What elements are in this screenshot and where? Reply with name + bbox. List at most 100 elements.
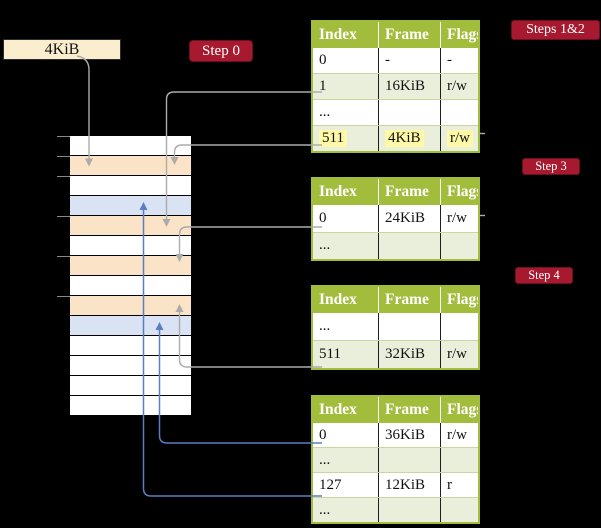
memory-row-white — [70, 396, 191, 415]
table-cell — [441, 233, 478, 260]
table-cell: r — [447, 476, 452, 493]
column-header-index: Index — [313, 287, 379, 313]
column-header-frame: Frame — [379, 287, 441, 313]
table-row: ... — [313, 313, 478, 340]
table-cell: ... — [313, 498, 379, 522]
column-header-index: Index — [313, 22, 379, 48]
memory-row-orange — [70, 256, 191, 275]
memory-row-white — [70, 236, 191, 255]
table-row: 0-- — [313, 48, 478, 73]
table-cell: 24KiB — [379, 205, 441, 232]
table-cell — [441, 100, 478, 125]
memory-row-blue — [70, 316, 191, 335]
table-cell: r/w — [447, 78, 467, 94]
table-cell — [379, 100, 441, 125]
table-cell: 511 — [313, 341, 379, 368]
highlighted-value: 4KiB — [385, 130, 424, 147]
table-cell: 0 — [313, 205, 379, 232]
column-header-frame: Frame — [379, 22, 441, 48]
table-row: ... — [313, 99, 478, 125]
memory-row-white — [70, 136, 191, 155]
table-cell — [441, 313, 478, 340]
arrow-24kib-to-mem — [178, 226, 322, 254]
memory-row-white — [70, 276, 191, 295]
table-cell: 511 — [313, 126, 379, 151]
table-cell: 0 — [313, 48, 379, 73]
table-row: ... — [313, 447, 478, 472]
physical-memory-column — [70, 136, 191, 415]
highlighted-value: r/w — [447, 130, 473, 147]
column-header-index: Index — [313, 179, 379, 205]
table-cell — [379, 313, 441, 340]
memory-row-blue — [70, 196, 191, 215]
table-cell: r/w — [447, 346, 467, 362]
memory-row-white — [70, 176, 191, 195]
step-3-badge: Step 3 — [522, 158, 580, 175]
table-row: ... — [313, 231, 478, 260]
highlighted-value: 511 — [319, 130, 347, 147]
table-cell: r/w — [447, 426, 467, 443]
step-4-badge: Step 4 — [515, 267, 573, 284]
table-cell — [379, 498, 441, 522]
memory-row-orange — [70, 216, 191, 235]
table-cell: ... — [313, 448, 379, 472]
memory-row-white — [70, 376, 191, 395]
memory-tick — [57, 215, 70, 217]
arrow-32kib-to-mem — [178, 312, 322, 368]
table-cell: ... — [313, 100, 379, 125]
table-cell: 16KiB — [379, 74, 441, 99]
table-cell: 127 — [313, 473, 379, 497]
column-header-frame: Frame — [379, 179, 441, 205]
table-cell: - — [447, 52, 452, 68]
memory-row-white — [70, 356, 191, 375]
table-cell: 4KiB — [379, 126, 441, 151]
table-cell — [441, 448, 478, 472]
column-header-flags: Flags — [447, 26, 478, 43]
memory-tick — [57, 155, 70, 157]
column-header-index: Index — [313, 397, 379, 423]
column-header-flags: Flags — [447, 291, 478, 308]
table-cell: 12KiB — [379, 473, 441, 497]
table-cell — [379, 448, 441, 472]
step-0-badge: Step 0 — [189, 40, 253, 62]
table-row: 511 4KiB r/w — [313, 125, 478, 151]
table-row: ... — [313, 497, 478, 522]
table-cell: ... — [313, 232, 379, 259]
table-cell: r/w — [441, 126, 478, 151]
memory-row-orange — [70, 296, 191, 315]
column-header-frame: Frame — [379, 397, 441, 423]
table-cell: 32KiB — [379, 341, 441, 368]
arrow-4kib-to-mem — [173, 144, 322, 157]
memory-tick — [57, 255, 70, 257]
memory-row-orange — [70, 156, 191, 175]
memory-tick — [57, 295, 70, 297]
table-cell: 36KiB — [379, 423, 441, 447]
table-cell — [379, 232, 441, 259]
memory-tick — [57, 175, 70, 177]
page-size-legend-box: 4KiB — [3, 39, 121, 60]
table-cell: - — [379, 48, 441, 73]
table-cell: r/w — [447, 209, 467, 226]
table-cell: ... — [313, 313, 379, 340]
memory-row-white — [70, 336, 191, 355]
column-header-flags: Flags — [447, 401, 478, 418]
column-header-flags: Flags — [447, 183, 478, 200]
memory-tick — [57, 135, 70, 137]
steps-1-2-badge: Steps 1&2 — [511, 20, 600, 40]
table-cell: 1 — [313, 74, 379, 99]
table-cell: 0 — [313, 423, 379, 447]
